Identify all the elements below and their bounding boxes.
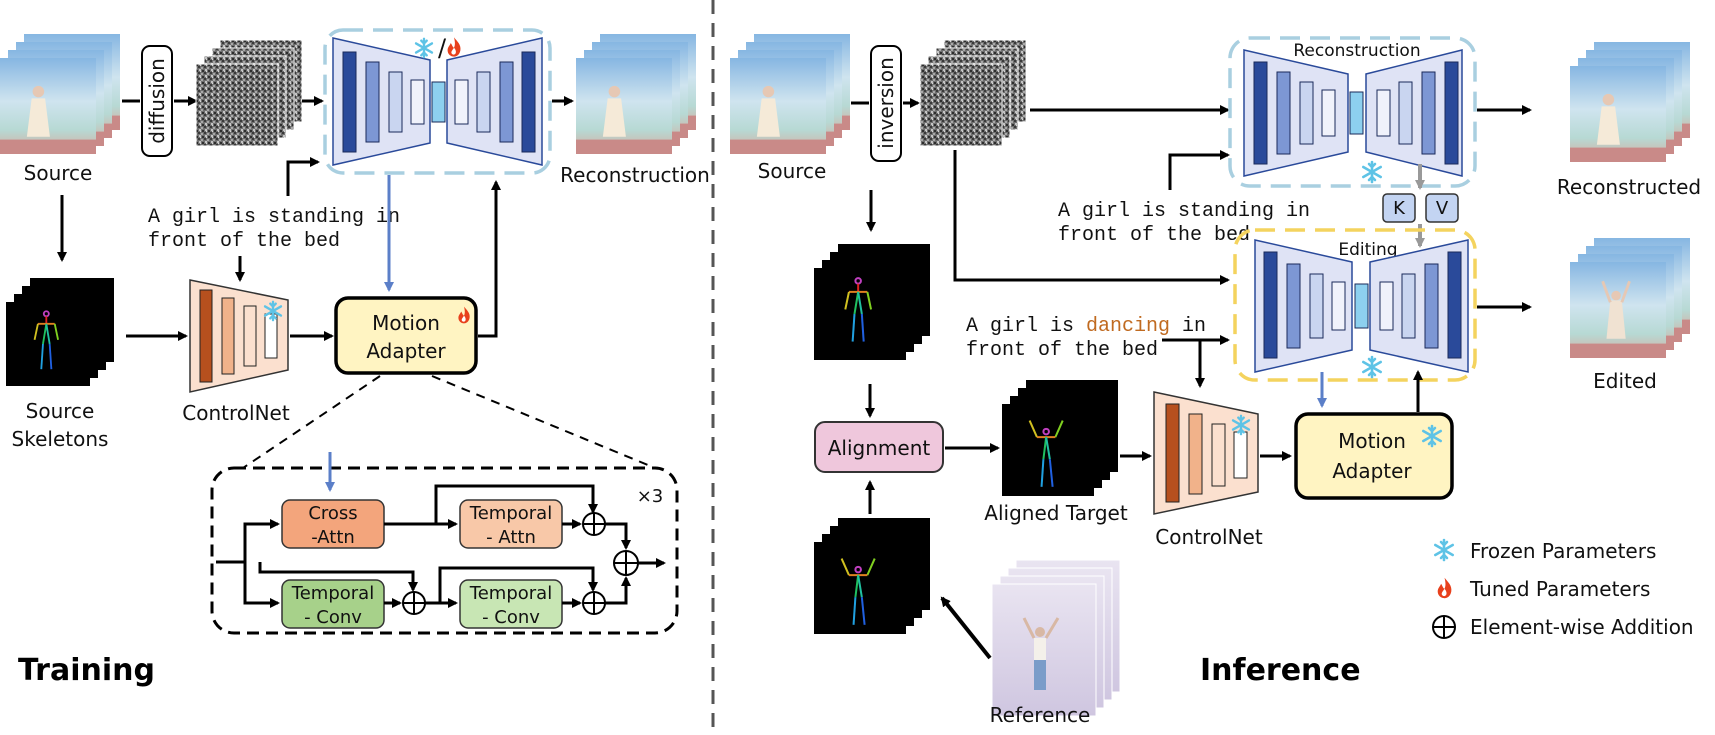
training-source-video	[0, 34, 120, 154]
training-unet-frame	[323, 28, 552, 175]
reference-label: Reference	[990, 703, 1091, 727]
inference-ma-line2: Adapter	[1332, 459, 1412, 483]
training-noise-latents	[195, 39, 303, 147]
inference-section: Source inversion Reconstruction	[730, 34, 1701, 727]
training-unet: /	[323, 28, 552, 175]
editing-unet: Editing	[1233, 228, 1477, 382]
value-label: V	[1436, 198, 1449, 219]
training-controlnet	[189, 279, 289, 393]
add-node-final	[613, 550, 639, 576]
inference-noise-latents	[919, 39, 1027, 147]
inference-controlnet	[1153, 391, 1259, 515]
edited-video	[1570, 238, 1690, 358]
repeat-label: ×3	[637, 486, 664, 507]
reconstruction-unet: Reconstruction	[1228, 36, 1477, 188]
svg-text:Temporal: Temporal	[469, 583, 552, 604]
inference-prompt2-line1: A girl is dancing in	[966, 315, 1206, 338]
frozen-tuned-separator: /	[438, 34, 447, 62]
training-motion-adapter	[334, 296, 478, 375]
training-title: Training	[18, 653, 155, 688]
editing-box-label: Editing	[1338, 240, 1397, 260]
key-box	[1382, 193, 1416, 223]
inference-controlnet-label: ControlNet	[1155, 525, 1263, 549]
training-source-label: Source	[24, 161, 93, 185]
training-ma-line2: Adapter	[366, 339, 446, 363]
legend-frozen-label: Frozen Parameters	[1470, 539, 1656, 563]
training-prompt-line2: front of the bed	[148, 230, 340, 253]
svg-text:Cross: Cross	[308, 503, 357, 524]
inference-ma-line1: Motion	[1338, 429, 1406, 453]
inversion-label: inversion	[874, 57, 898, 148]
source-skeletons	[6, 278, 114, 386]
reference-video	[991, 559, 1121, 717]
inference-source-label: Source	[758, 159, 827, 183]
inference-prompt1-line2: front of the bed	[1058, 224, 1250, 247]
tuned-flame-icon	[447, 37, 461, 57]
inference-source-video	[730, 34, 850, 154]
inference-motion-adapter	[1294, 412, 1454, 500]
diffusion-box	[141, 45, 173, 157]
add-node-3	[582, 591, 606, 615]
inference-prompt1-line1: A girl is standing in	[1058, 200, 1310, 223]
training-section: Source diffusion /	[0, 28, 710, 688]
editing-frozen-icon	[1362, 355, 1382, 379]
inference-prompt2-line2: front of the bed	[966, 339, 1158, 362]
add-node-1	[582, 512, 606, 536]
diffusion-label: diffusion	[145, 58, 169, 144]
reconstructed-label: Reconstructed	[1557, 175, 1701, 199]
training-ma-line1: Motion	[372, 311, 440, 335]
alignment-box	[814, 421, 944, 473]
motion-adapter-detail: ×3 Cross -Attn Temporal - Attn Temporal	[210, 452, 679, 635]
legend-frozen-icon	[1434, 538, 1454, 562]
inversion-box	[870, 45, 902, 162]
training-controlnet-label: ControlNet	[182, 401, 290, 425]
legend-tuned-label: Tuned Parameters	[1469, 577, 1650, 601]
reference-skeletons	[814, 518, 930, 634]
reconstruction-box-label: Reconstruction	[1293, 41, 1420, 61]
svg-text:- Conv: - Conv	[304, 607, 362, 628]
add-node-2	[402, 591, 426, 615]
inference-source-skeletons	[814, 244, 930, 360]
legend: Frozen Parameters Tuned Parameters Eleme…	[1432, 538, 1694, 639]
reconstructed-video	[1570, 42, 1690, 162]
training-reconstruction-video	[576, 34, 696, 154]
svg-text:-Attn: -Attn	[311, 527, 355, 548]
legend-tuned-icon	[1437, 577, 1452, 599]
training-reconstruction-label: Reconstruction	[560, 163, 710, 187]
svg-text:Temporal: Temporal	[291, 583, 374, 604]
inference-title: Inference	[1200, 653, 1361, 688]
training-prompt-line1: A girl is standing in	[148, 206, 400, 229]
svg-text:Temporal: Temporal	[469, 503, 552, 524]
value-box	[1425, 193, 1459, 223]
aligned-target-label: Aligned Target	[984, 501, 1128, 525]
reconstruction-frozen-icon	[1362, 160, 1382, 184]
legend-addition-label: Element-wise Addition	[1470, 615, 1694, 639]
skeletons-label-line1: Source	[26, 399, 95, 423]
frozen-snowflake-icon	[414, 37, 434, 59]
skeletons-label-line2: Skeletons	[12, 427, 109, 451]
key-label: K	[1393, 198, 1406, 219]
edited-label: Edited	[1593, 369, 1657, 393]
svg-text:- Attn: - Attn	[486, 527, 536, 548]
legend-addition-icon	[1432, 615, 1456, 639]
svg-text:- Conv: - Conv	[482, 607, 540, 628]
aligned-target-skeletons	[1002, 380, 1118, 496]
alignment-label: Alignment	[828, 436, 931, 460]
